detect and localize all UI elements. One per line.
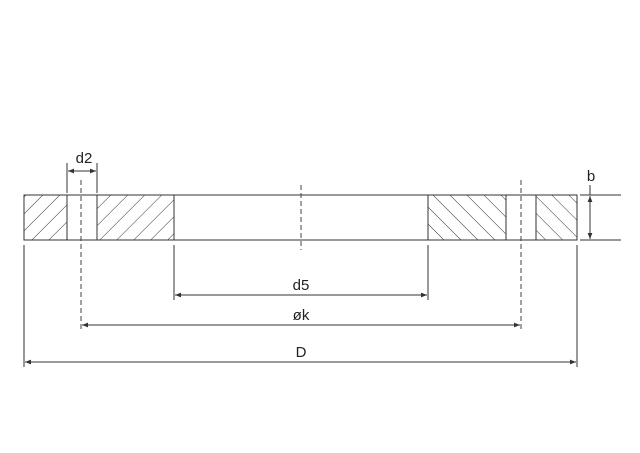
d2-label: d2 (76, 150, 93, 167)
b-label: b (587, 168, 595, 185)
hatched-section-left-inner (96, 194, 175, 241)
flange-section (23, 194, 578, 241)
hatched-section-right-outer (535, 194, 578, 241)
D-label: D (296, 344, 307, 361)
hatched-section-left-outer (23, 194, 68, 241)
hatched-section-right-inner (427, 194, 507, 241)
d5-label: d5 (293, 277, 310, 294)
k-label: øk (293, 307, 310, 324)
